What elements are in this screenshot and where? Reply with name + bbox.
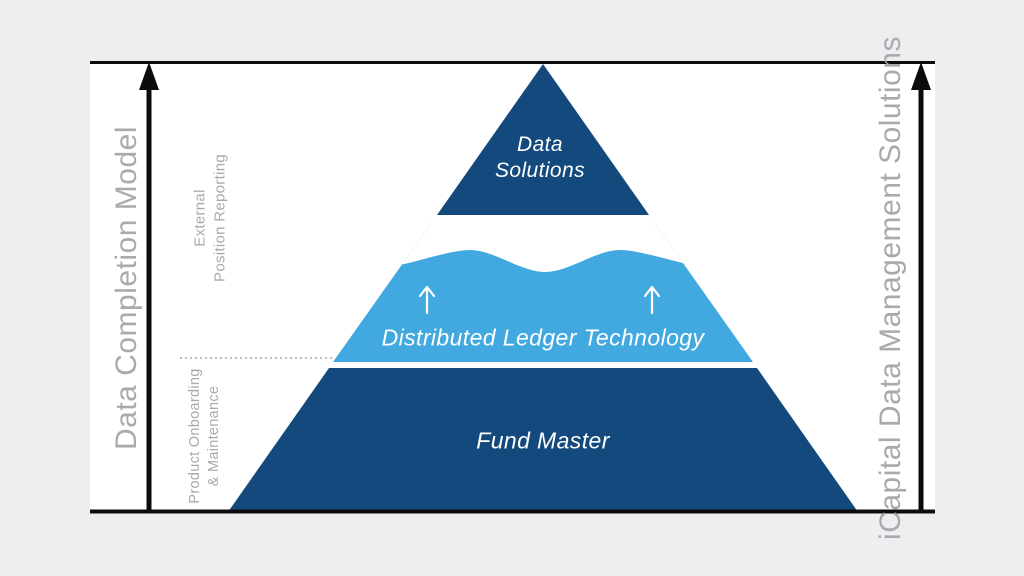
- pyramid-top-section: [437, 64, 649, 215]
- product-onboarding-label: Product Onboarding & Maintenance: [187, 368, 222, 504]
- external-position-reporting-label: External Position Reporting: [191, 154, 229, 282]
- right-axis-label: iCapital Data Management Solutions: [874, 36, 907, 540]
- up-arrow-icon: [418, 285, 436, 315]
- right-axis-arrowhead-icon: [911, 62, 931, 90]
- wave-shape: [378, 222, 714, 272]
- left-axis-label: Data Completion Model: [110, 126, 143, 450]
- distributed-ledger-technology-label: Distributed Ledger Technology: [381, 324, 705, 351]
- left-axis-arrowhead-icon: [139, 62, 159, 90]
- pyramid-bottom-section: [228, 368, 858, 512]
- up-arrow-icon: [643, 285, 661, 315]
- fund-master-label: Fund Master: [476, 427, 610, 454]
- pyramid-middle-section: [333, 222, 753, 362]
- data-solutions-label: Data Solutions: [495, 132, 585, 182]
